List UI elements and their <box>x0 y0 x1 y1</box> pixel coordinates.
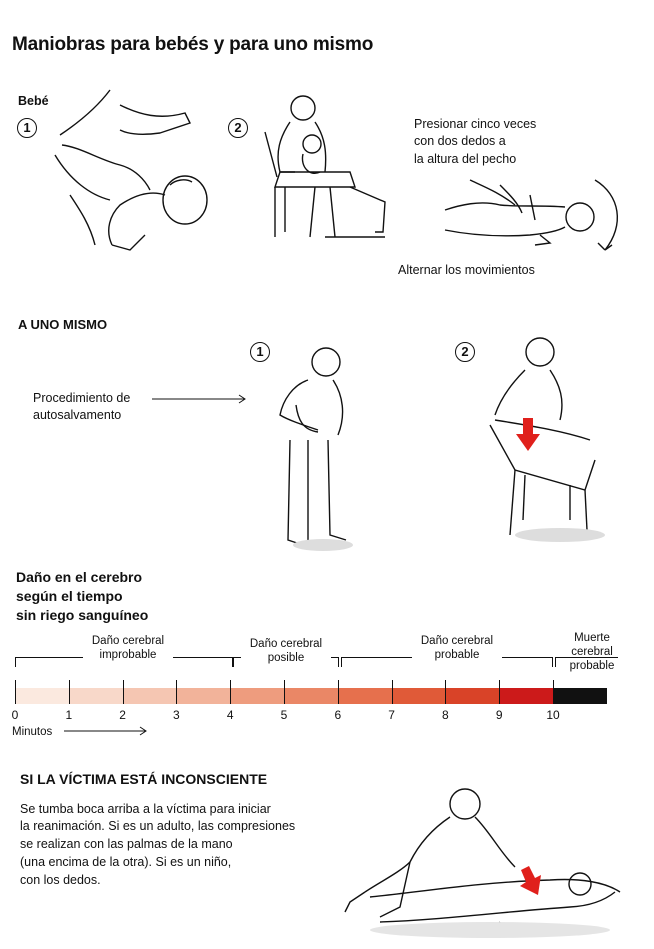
timeline-tick-10 <box>553 680 554 704</box>
timeline-tick-0 <box>15 680 16 704</box>
timeline-tick-7 <box>391 680 393 704</box>
minute-label-9: 9 <box>495 708 503 722</box>
minute-label-6: 6 <box>334 708 342 722</box>
minute-label-1: 1 <box>65 708 73 722</box>
baby-instruction-line-2: con dos dedos a <box>414 134 506 148</box>
timeline-segment-2 <box>122 688 177 704</box>
baby-step-2-number: 2 <box>228 118 248 138</box>
minute-label-4: 4 <box>226 708 234 722</box>
timeline-tick-1 <box>68 680 70 704</box>
procedure-arrow-icon <box>150 392 250 406</box>
timeline-tick-3 <box>176 680 178 704</box>
brain-heading-line-3: sin riego sanguíneo <box>16 607 149 623</box>
unconscious-body-line-1: Se tumba boca arriba a la víctima para i… <box>20 802 271 816</box>
timeline-segment-8 <box>445 688 500 704</box>
minute-label-8: 8 <box>442 708 449 722</box>
minute-label-7: 7 <box>388 708 395 722</box>
baby-back-blows-illustration <box>50 85 220 255</box>
alternate-movements-label: Alternar los movimientos <box>398 263 535 277</box>
timeline-segment-10 <box>553 688 608 704</box>
self-push-arrow-icon <box>516 418 540 451</box>
timeline-tick-4 <box>230 680 232 704</box>
unconscious-body-line-5: con los dedos. <box>20 873 101 887</box>
brain-heading-line-1: Daño en el cerebro <box>16 569 143 585</box>
standing-person-illustration <box>268 340 353 551</box>
timeline-segment-7 <box>391 688 446 704</box>
seated-adult-with-baby-illustration <box>255 92 390 242</box>
baby-chest-compression-illustration <box>440 175 640 265</box>
brain-heading-line-2: según el tiempo <box>16 588 123 604</box>
unconscious-body-line-4: (una encima de la otra). Si es un niño, <box>20 855 232 869</box>
cpr-push-arrow-icon <box>520 866 541 895</box>
cpr-illustration <box>340 782 630 938</box>
timeline-segment-1 <box>68 688 124 704</box>
procedure-label-line-2: autosalvamento <box>33 408 122 422</box>
timeline-tick-8 <box>445 680 447 704</box>
baby-instruction-line-3: la altura del pecho <box>414 152 517 166</box>
person-with-chair-illustration <box>475 330 605 542</box>
timeline-tick-2 <box>122 680 124 704</box>
timeline-segment-4 <box>230 688 285 704</box>
minute-label-3: 3 <box>173 708 180 722</box>
self-heading: A UNO MISMO <box>18 317 108 332</box>
timeline-segment-3 <box>176 688 231 704</box>
procedure-label-line-1: Procedimiento de <box>33 391 131 405</box>
timeline-segment-5 <box>284 688 339 704</box>
baby-label: Bebé <box>18 94 49 108</box>
page-title: Maniobras para bebés y para uno mismo <box>12 34 374 55</box>
timeline-tick-5 <box>284 680 285 704</box>
range-bracket-death <box>555 657 618 667</box>
timeline-segment-9 <box>499 688 554 704</box>
minutes-arrow-icon <box>62 724 152 738</box>
timeline-segment-6 <box>337 688 393 704</box>
self-step-1-number: 1 <box>250 342 270 362</box>
baby-step-1-number: 1 <box>17 118 37 138</box>
timeline-tick-6 <box>337 680 339 704</box>
minute-label-2: 2 <box>119 708 126 722</box>
timeline-tick-9 <box>499 680 501 704</box>
baby-instruction-line-1: Presionar cinco veces <box>414 117 537 131</box>
unconscious-heading: SI LA VÍCTIMA ESTÁ INCONSCIENTE <box>20 771 268 787</box>
minutes-label: Minutos <box>12 726 53 738</box>
unconscious-body-line-3: se realizan con las palmas de la mano <box>20 837 233 851</box>
minute-label-10: 10 <box>546 708 560 722</box>
self-step-2-number: 2 <box>455 342 475 362</box>
minute-label-5: 5 <box>280 708 288 722</box>
unconscious-body-line-2: la reanimación. Si es un adulto, las com… <box>20 819 296 833</box>
timeline-segment-0 <box>15 688 70 704</box>
minute-label-0: 0 <box>11 708 19 722</box>
